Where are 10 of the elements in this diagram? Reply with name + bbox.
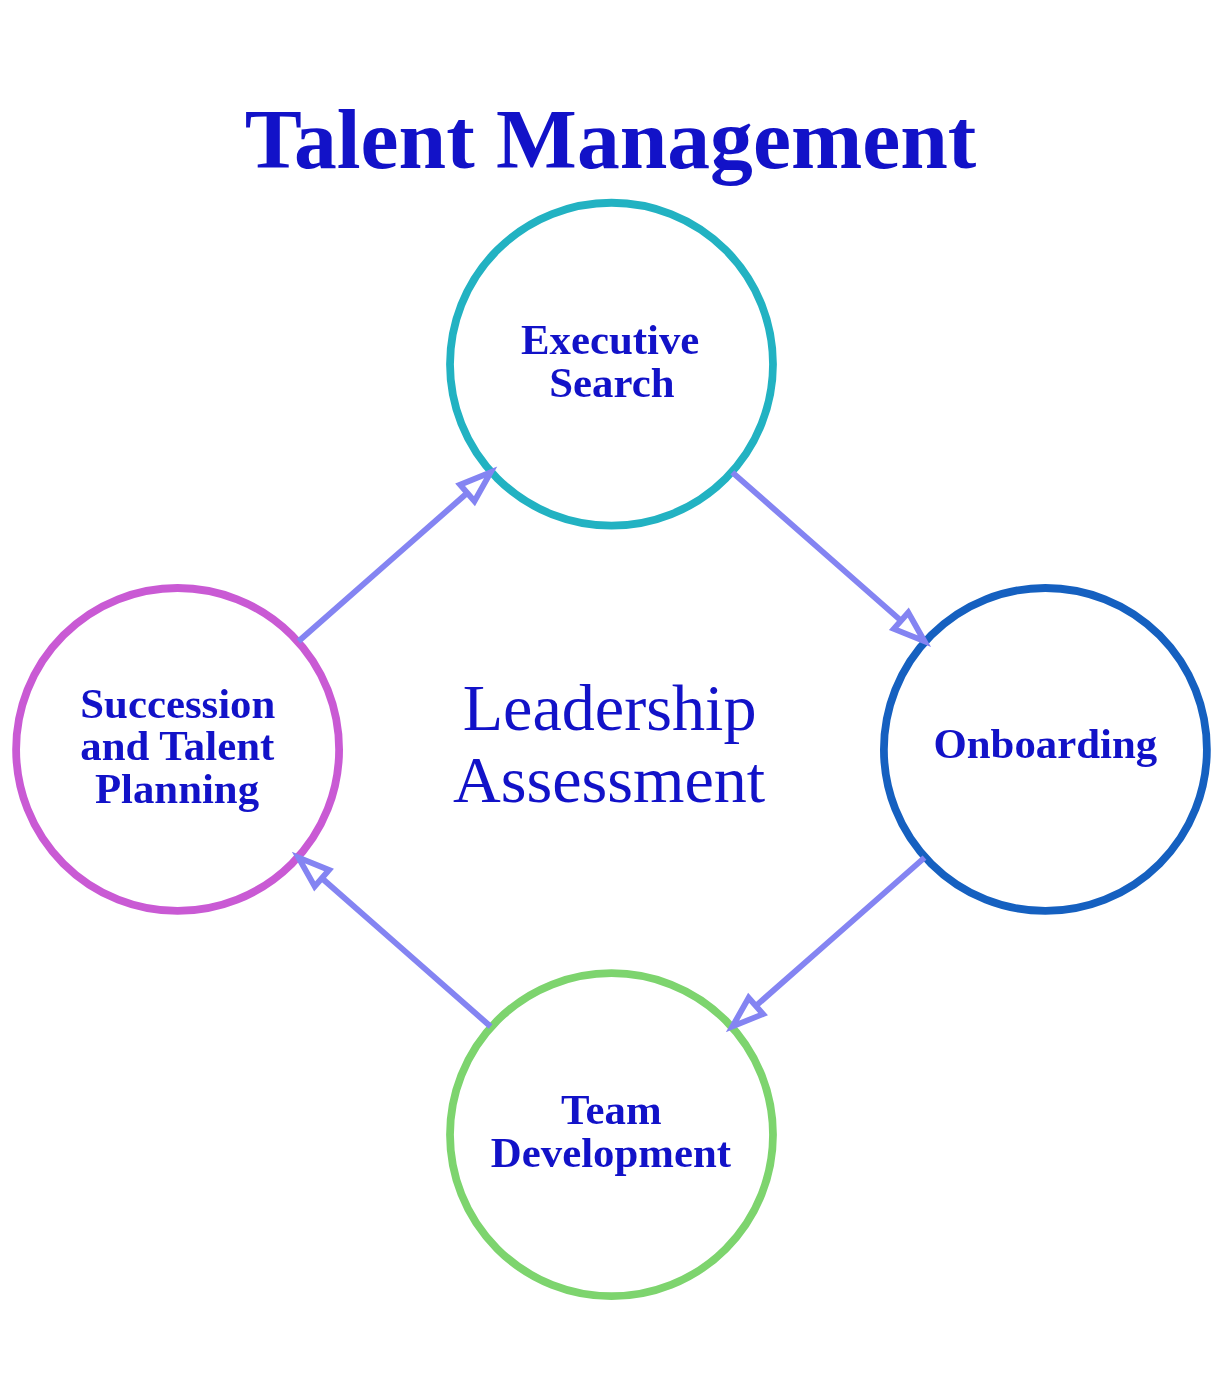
node-circle: Executive Search: [446, 198, 777, 530]
diagram-title: Talent Management: [244, 92, 977, 188]
arrow: [725, 855, 927, 1033]
node-circle: Onboarding: [880, 584, 1211, 915]
arrow: [291, 851, 493, 1029]
label: Leadership Assessment: [452, 671, 766, 817]
node-circle: Team Development: [446, 969, 777, 1301]
arrow: [296, 466, 498, 644]
node-circle: Succession and Talent Planning: [12, 584, 343, 915]
arrow: [730, 470, 932, 648]
